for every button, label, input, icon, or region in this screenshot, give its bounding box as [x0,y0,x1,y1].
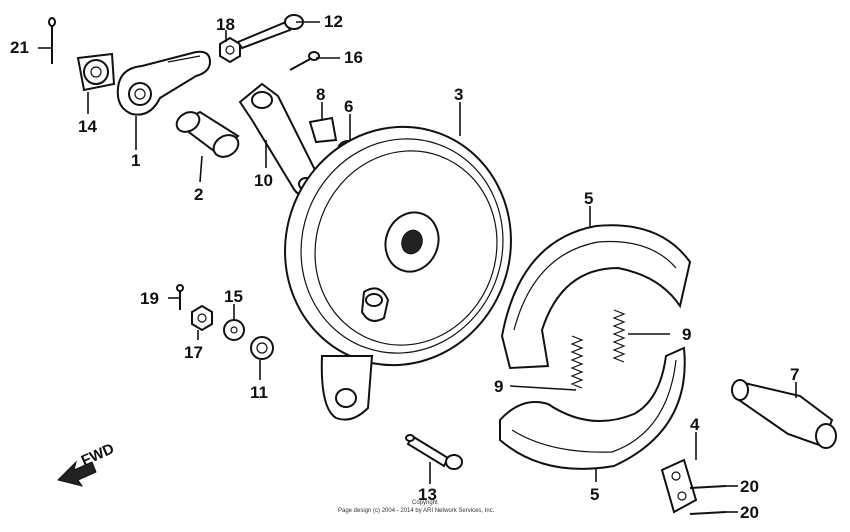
part-19-cotter-pin [176,284,184,310]
part-16-bolt [289,51,320,71]
callout-5-lower: 5 [590,485,599,504]
part-5-brake-shoe-lower [499,346,686,470]
part-13-pin-bolt [405,434,463,470]
callout-labels: 21 14 1 2 18 12 16 8 6 3 10 5 9 9 7 4 5 … [10,12,799,522]
callout-2: 2 [194,185,203,204]
callout-7: 7 [790,365,799,384]
fwd-direction-indicator: FWD [57,440,117,487]
part-21-pin [48,17,56,64]
part-15-washer [223,319,245,341]
callout-12: 12 [324,12,343,31]
callout-19: 19 [140,289,159,308]
callout-9-left: 9 [494,377,503,396]
callout-15: 15 [224,287,243,306]
part-20-bolt-upper [689,485,727,489]
footer-line-2: Page design (c) 2004 - 2014 by ARI Netwo… [338,508,495,514]
callout-10: 10 [254,171,273,190]
callout-4: 4 [690,415,700,434]
callout-1: 1 [131,151,140,170]
callout-20-lower: 20 [740,503,759,522]
footer-line-1: Copyright [412,500,438,506]
callout-18: 18 [216,15,235,34]
part-7-brake-cam [731,379,837,449]
part-18-nut [219,36,241,64]
part-2-spacer [175,110,240,158]
part-11-collar [250,336,274,360]
footer: Copyright Page design (c) 2004 - 2014 by… [338,500,495,514]
callout-8: 8 [316,85,325,104]
part-4-plate [660,458,698,514]
part-17-nut [191,304,213,332]
callout-13: 13 [418,485,437,504]
part-14-castle-nut [76,52,116,92]
callout-16: 16 [344,48,363,67]
callout-11: 11 [250,383,268,402]
leader-lines [38,21,797,513]
callout-21: 21 [10,38,29,57]
callout-14: 14 [78,117,97,136]
part-3-brake-panel [284,125,512,421]
callout-20-upper: 20 [740,477,759,496]
callout-17: 17 [184,343,203,362]
part-20-bolt-lower [689,511,727,515]
part-9-spring-upper [612,309,626,363]
fwd-label: FWD [79,440,117,469]
callout-9-right: 9 [682,325,691,344]
part-12-bolt [236,14,304,50]
callout-6: 6 [344,97,353,116]
callout-3: 3 [454,85,463,104]
fwd-arrow-icon [57,460,97,487]
callout-5-upper: 5 [584,189,593,208]
part-5-brake-shoe-upper [500,224,692,370]
part-9-spring-lower [570,335,584,389]
part-8-clip [308,116,338,144]
part-1-brake-arm [116,50,212,116]
